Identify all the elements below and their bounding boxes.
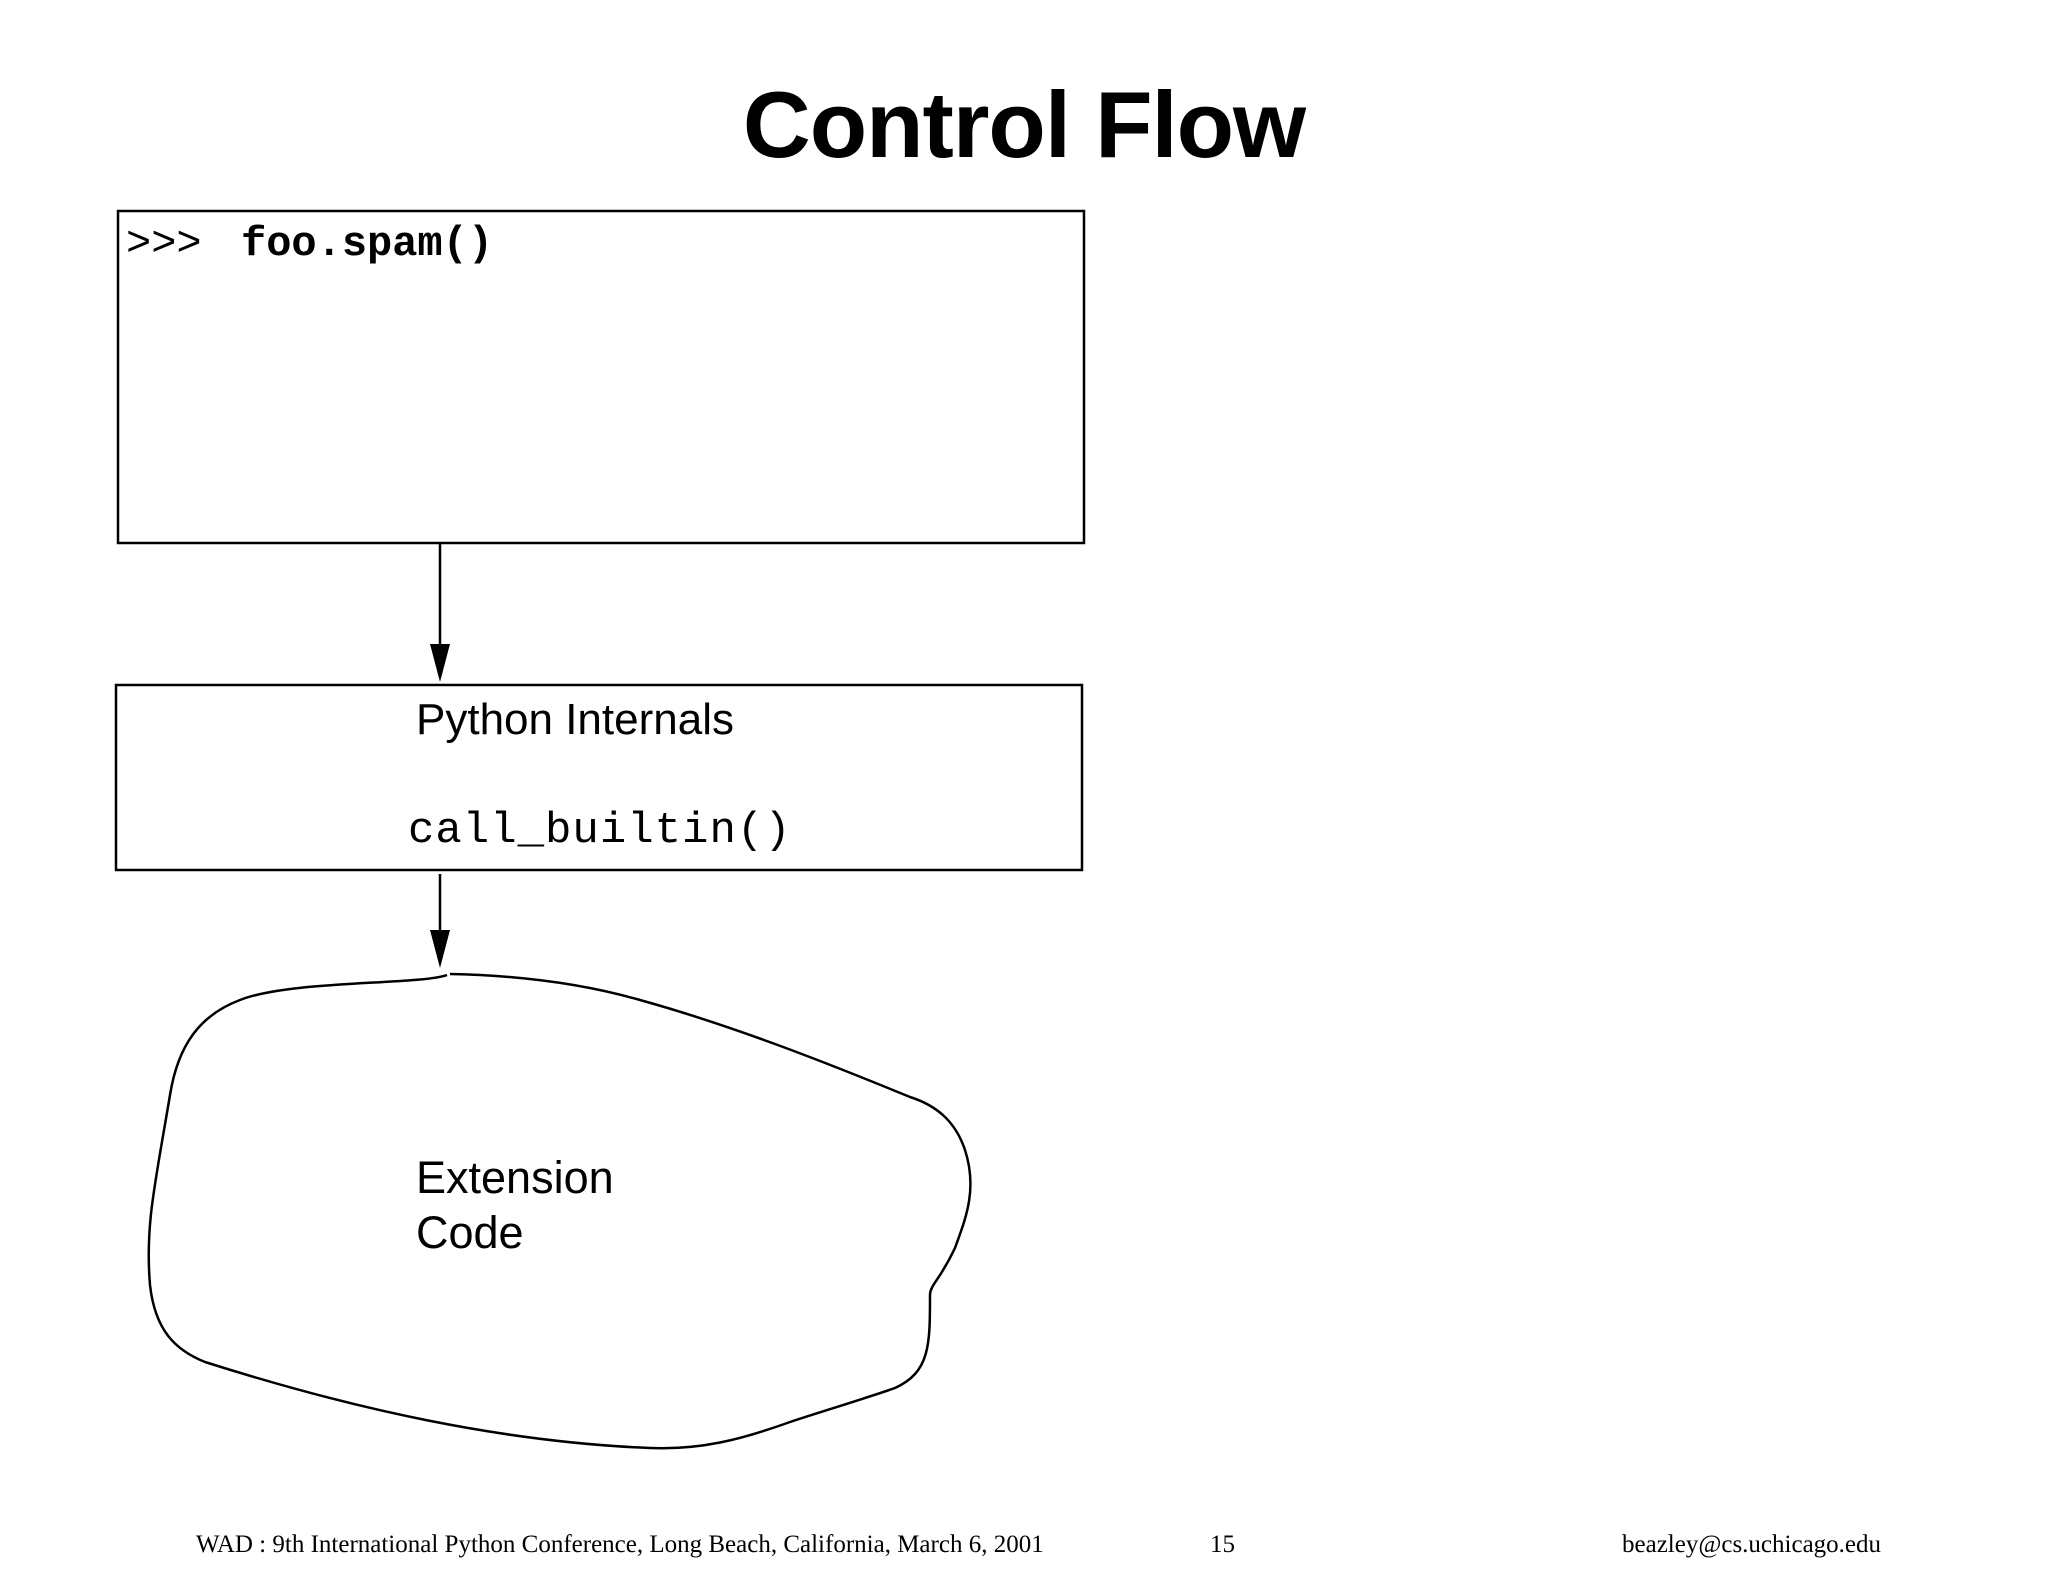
console-box xyxy=(116,209,1086,545)
internals-function: call_builtin() xyxy=(408,806,792,856)
arrow-internals-to-extension-head xyxy=(430,930,450,968)
footer-page-number: 15 xyxy=(1210,1531,1235,1558)
slide-title: Control Flow xyxy=(742,72,1306,177)
footer-conference: WAD : 9th International Python Conferenc… xyxy=(196,1531,1044,1558)
arrow-console-to-internals-head xyxy=(430,644,450,682)
internals-box xyxy=(114,683,1084,872)
extension-code-label: Extension Code xyxy=(416,1150,614,1260)
internals-heading: Python Internals xyxy=(416,695,734,744)
console-command: foo.spam() xyxy=(241,220,494,268)
extension-label-line2: Code xyxy=(416,1207,524,1258)
footer-email: beazley@cs.uchicago.edu xyxy=(1622,1531,1882,1558)
console-prompt: >>> xyxy=(126,220,202,268)
extension-code-blob xyxy=(147,972,972,1450)
extension-label-line1: Extension xyxy=(416,1152,614,1203)
